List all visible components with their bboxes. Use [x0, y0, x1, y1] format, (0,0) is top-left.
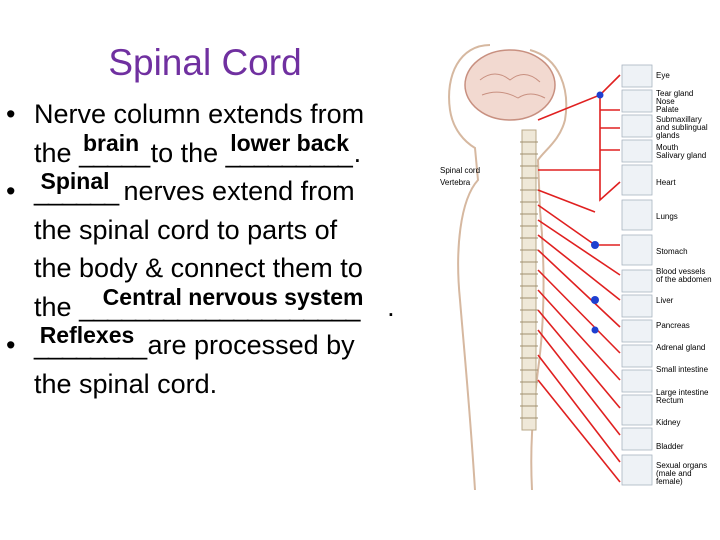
label-glands: glands: [656, 131, 680, 140]
label-female: female): [656, 477, 683, 486]
bullet-2-line-3: the body & connect them to: [34, 253, 363, 283]
label-adrenal: Adrenal gland: [656, 343, 705, 352]
label-heart: Heart: [656, 178, 676, 187]
spine-icon: [520, 129, 538, 431]
bullet-text: the: [34, 137, 72, 168]
blank-reflexes: Reflexes________: [34, 322, 147, 365]
label-blood-vessels: Blood vessels: [656, 267, 705, 276]
label-spinal-cord: Spinal cord: [440, 166, 480, 175]
label-kidney: Kidney: [656, 418, 680, 427]
bullet-3-line-1: • Reflexes________ are processed by: [6, 322, 426, 365]
label-bladder: Bladder: [656, 442, 684, 451]
anatomy-illustration: Spinal cord Vertebra Eye Tear gland Nose…: [440, 44, 712, 491]
bullet-list: • Nerve column extends from the brain___…: [6, 95, 426, 403]
bullet-1-line-1: • Nerve column extends from: [6, 95, 426, 134]
brain-folds: [479, 73, 546, 99]
answer-lower-back: lower back: [230, 129, 350, 156]
body-outline-front: [448, 44, 491, 491]
ganglion-dot: [596, 91, 604, 99]
underline: ____________________: [79, 291, 360, 322]
answer-spinal: Spinal: [40, 168, 110, 194]
ganglion-dot: [591, 241, 599, 249]
label-sublingual: and sublingual: [656, 123, 708, 132]
spinal-nerves-diagram: Spinal cord Vertebra Eye Tear gland Nose…: [420, 30, 720, 491]
label-sexual-organs: Sexual organs: [656, 461, 707, 470]
label-small-intestine: Small intestine: [656, 365, 709, 374]
blank-brain: brain_____: [79, 130, 150, 173]
organ-icons: [621, 64, 653, 486]
page-title: Spinal Cord: [108, 42, 302, 83]
label-stomach: Stomach: [656, 247, 688, 256]
label-lungs: Lungs: [656, 212, 678, 221]
period: .: [353, 137, 362, 168]
bullet-2-line-4: the Central nervous system______________…: [6, 284, 426, 327]
label-vertebra: Vertebra: [440, 178, 471, 187]
label-pancreas: Pancreas: [656, 321, 690, 330]
period: .: [387, 291, 395, 322]
label-mouth: Mouth: [656, 143, 678, 152]
underline: _____: [79, 137, 150, 168]
underline: _________: [225, 137, 353, 168]
bullet-text: nerves extend from: [123, 176, 355, 206]
blank-cns: Central nervous system__________________…: [79, 284, 387, 327]
nerve-lines: [537, 74, 621, 483]
label-eye: Eye: [656, 71, 670, 80]
label-palate: Palate: [656, 105, 679, 114]
label-nose: Nose: [656, 97, 675, 106]
ganglion-dot: [591, 326, 599, 334]
label-large-intestine: Large intestine: [656, 388, 709, 397]
label-rectum: Rectum: [656, 396, 684, 405]
label-salivary: Salivary gland: [656, 151, 706, 160]
ganglion-dot: [591, 296, 599, 304]
blank-spinal: Spinal______: [34, 168, 119, 211]
answer-cns: Central nervous system: [102, 283, 364, 310]
bullet-text: Nerve column extends from: [34, 99, 365, 129]
bullet-dot: •: [6, 330, 16, 360]
bullet-text: the: [34, 291, 72, 322]
bullet-2-line-1: • Spinal______ nerves extend from: [6, 168, 426, 211]
answer-reflexes: Reflexes: [39, 322, 135, 348]
bullet-text: to the: [150, 137, 219, 168]
label-liver: Liver: [656, 296, 674, 305]
bullet-text: are processed by: [147, 330, 355, 360]
bullet-2-line-2: the spinal cord to parts of: [34, 214, 338, 245]
answer-brain: brain: [82, 129, 140, 156]
label-abdomen: of the abdomen: [656, 275, 712, 284]
bullet-dot: •: [6, 176, 16, 206]
bullet-dot: •: [6, 99, 16, 129]
label-male-and: (male and: [656, 469, 692, 478]
brain-icon: [464, 49, 556, 121]
label-submaxillary: Submaxillary: [656, 115, 702, 124]
underline: ______: [34, 176, 119, 206]
label-tear-gland: Tear gland: [656, 89, 693, 98]
bullet-1-line-2: the brain_____ to the lower back________…: [6, 130, 426, 173]
underline: ________: [34, 330, 147, 360]
blank-lower-back: lower back_________: [225, 130, 354, 173]
bullet-3-line-2: the spinal cord.: [34, 368, 218, 399]
